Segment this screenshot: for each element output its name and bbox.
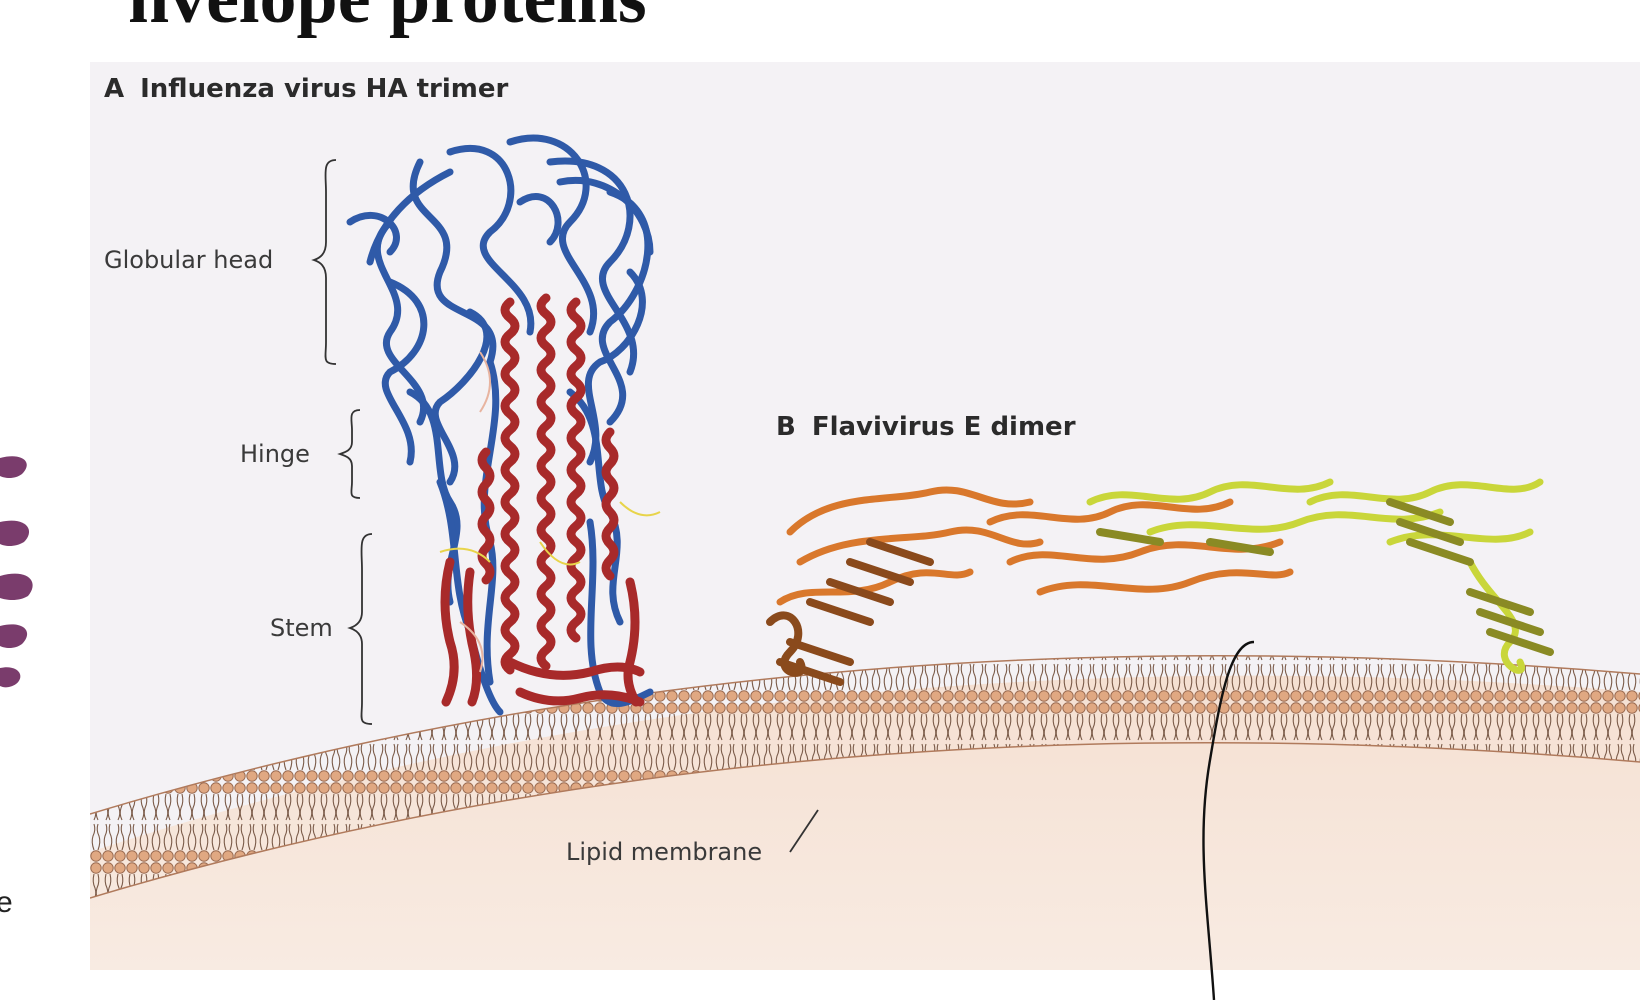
label-brackets	[311, 159, 819, 853]
panel-a-letter: A	[104, 74, 125, 104]
envelope-protein-figure: A Influenza virus HA trimer B Flavivirus E…	[90, 62, 1640, 970]
slide-edge-text: e	[0, 886, 13, 919]
panel-a-title: A Influenza virus HA trimer	[104, 74, 508, 104]
globular-head-bracket	[311, 159, 337, 365]
panel-b-letter: B	[776, 412, 796, 442]
hinge-bracket	[337, 409, 361, 499]
figure-artwork	[90, 134, 1640, 970]
lipid-membrane-pointer	[789, 809, 819, 853]
slide-title: nvelope proteins	[128, 0, 647, 41]
panel-b-title-text: Flavivirus E dimer	[811, 412, 1076, 442]
globular-head-label: Globular head	[104, 246, 274, 274]
panel-b-title: B Flavivirus E dimer	[776, 412, 1076, 442]
lipid-membrane-label: Lipid membrane	[566, 838, 763, 866]
virion-protrusions	[0, 456, 33, 688]
hinge-label: Hinge	[240, 440, 310, 468]
stem-bracket	[347, 533, 373, 725]
panel-a-title-text: Influenza virus HA trimer	[140, 74, 509, 104]
stem-label: Stem	[270, 614, 333, 642]
ha-trimer-structure	[346, 134, 661, 716]
e-dimer-structure	[766, 478, 1554, 686]
